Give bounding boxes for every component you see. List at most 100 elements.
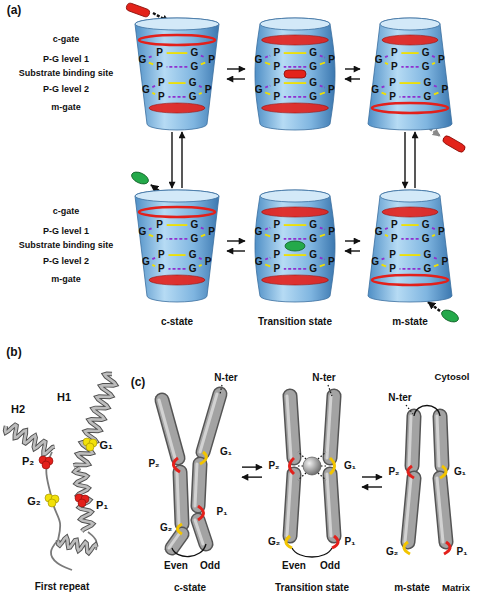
first-repeat-structure <box>5 374 116 570</box>
carrier-cylinder: PGPGPGPGPGPG <box>129 18 225 130</box>
pg-link <box>152 93 155 94</box>
helix-cylinder <box>327 474 334 536</box>
pg-link <box>284 238 307 240</box>
residue-letter: P <box>273 234 280 245</box>
helix-label: P₁ <box>457 547 468 558</box>
residue-letter: G <box>309 62 317 73</box>
state-transition-arrow <box>181 132 182 188</box>
residue-letter: G <box>138 55 146 66</box>
state-transition-arrow <box>404 132 405 188</box>
node-outline <box>129 18 225 130</box>
residue-letter: G <box>189 78 197 89</box>
label-text: Substrate binding site <box>19 241 114 250</box>
state-transition-arrow <box>345 68 360 69</box>
residue-letter: P <box>156 48 163 59</box>
gate <box>262 35 329 45</box>
cylinder-top <box>260 190 330 202</box>
node-outline <box>129 190 225 302</box>
helix-cylinder <box>327 396 334 458</box>
residue-letter: P <box>158 264 165 275</box>
cylinder-top <box>135 190 219 202</box>
carrier-cylinder: PGPGPGPGPGPG <box>362 18 458 130</box>
pg-link <box>167 224 188 226</box>
label-text: m-gate <box>51 103 81 112</box>
pg-link <box>320 86 325 88</box>
pg-link <box>284 254 306 256</box>
residue-letter: G <box>422 220 430 231</box>
pg-link <box>265 228 270 230</box>
residue-letter: P <box>205 257 212 268</box>
gate <box>149 103 205 113</box>
residue-letter: G <box>375 227 383 238</box>
label-text: G₂ <box>27 496 40 508</box>
helix-cylinder <box>287 474 294 536</box>
residue-letter: P <box>273 264 280 275</box>
carrier-cylinder: PGPGPGPGPGPG <box>247 190 343 302</box>
pg-link <box>284 268 306 270</box>
residue-letter: G <box>424 92 432 103</box>
glycine-kink <box>404 542 410 554</box>
helix-cylinder <box>437 478 446 542</box>
helix-cylinder <box>405 478 414 542</box>
proline-kink <box>444 542 450 554</box>
label-text: m-gate <box>51 275 81 284</box>
substrate-arrow <box>428 302 440 311</box>
pg-link <box>167 52 188 54</box>
residue-letter: G <box>309 234 317 245</box>
pg-link <box>152 265 155 266</box>
gate <box>262 275 329 285</box>
panel-letter: (b) <box>6 346 21 359</box>
gate <box>262 103 329 113</box>
gate <box>262 207 329 217</box>
pg-link <box>401 52 418 54</box>
label-text: Transition state <box>275 583 349 594</box>
residue-spheres <box>39 456 53 469</box>
pg-link <box>284 96 306 98</box>
proline-kink <box>332 536 338 548</box>
pg-link <box>265 62 270 64</box>
residue-letter: P <box>328 85 335 96</box>
pg-link <box>149 235 153 237</box>
pg-link <box>149 228 153 230</box>
residue-letter: P <box>328 227 335 238</box>
label-text: P₂ <box>22 456 34 468</box>
residue-letter: G <box>190 220 198 231</box>
pg-link <box>320 228 325 230</box>
gate <box>139 35 215 45</box>
residue-letter: G <box>190 62 198 73</box>
substrate <box>125 2 150 18</box>
glycine-kink <box>330 458 335 474</box>
residue-letter: G <box>189 92 197 103</box>
dotted-link <box>220 385 222 394</box>
residue-letter: P <box>158 250 165 261</box>
residue-letter: P <box>273 250 280 261</box>
residue-spheres <box>75 494 89 507</box>
label-text: c-gate <box>53 207 80 216</box>
label-text: P-G level 2 <box>43 257 89 266</box>
pg-link <box>385 56 388 57</box>
substrate <box>440 308 461 325</box>
pg-link <box>382 258 386 260</box>
pg-link <box>382 265 386 267</box>
node-outline <box>247 18 343 130</box>
label-text: m-state <box>394 583 430 594</box>
pg-link <box>265 86 270 88</box>
proline-kink <box>408 466 414 478</box>
residue-letter: G <box>422 48 430 59</box>
residue-letter: P <box>391 48 398 59</box>
residue-letter: P <box>442 257 449 268</box>
dotted-link <box>321 465 327 466</box>
residue-letter: P <box>273 62 280 73</box>
pg-link <box>199 265 202 266</box>
dotted-link <box>298 452 306 459</box>
pg-link <box>167 66 188 68</box>
residue-letter: G <box>142 257 150 268</box>
loop <box>414 406 440 417</box>
pg-link <box>265 56 270 58</box>
pg-link <box>320 234 325 236</box>
pg-link <box>385 228 388 229</box>
helix-cylinder <box>159 400 178 458</box>
residue-letter: G <box>190 48 198 59</box>
helix-ribbon <box>5 425 55 454</box>
